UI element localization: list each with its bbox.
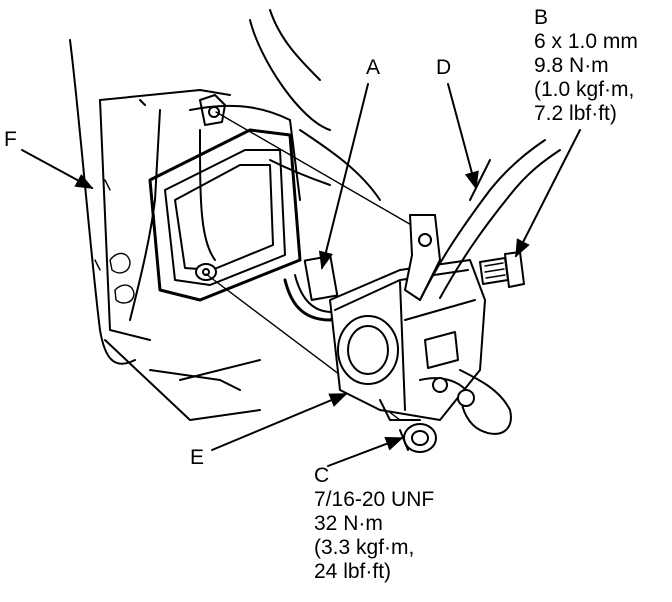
body-panel (69, 9, 381, 421)
leader-a (318, 83, 369, 270)
bolt-b (479, 251, 525, 288)
callout-c-block: C 7/16-20 UNF 32 N·m (3.3 kgf·m, 24 lbf·… (314, 464, 434, 584)
bolt-c-torque-lbfft: 24 lbf·ft) (314, 560, 392, 583)
bolt-b-torque-nm: 9.8 N·m (534, 54, 609, 77)
callout-a: A (366, 56, 381, 79)
bolt-c-size: 7/16-20 UNF (314, 488, 435, 511)
bolt-c (399, 423, 437, 453)
bolt-b-torque-lbfft: 7.2 lbf·ft) (534, 102, 617, 125)
callout-c: C (314, 464, 330, 487)
callout-e: E (190, 446, 205, 469)
leader-c (327, 436, 404, 467)
leader-lines (21, 83, 581, 467)
bolt-c-torque-kgfm: (3.3 kgf·m, (314, 536, 415, 559)
callout-d: D (436, 56, 452, 79)
callout-f: F (4, 128, 17, 151)
leader-b (515, 129, 581, 258)
lower-stud (195, 263, 217, 281)
leader-f (21, 149, 94, 189)
callout-b: B (534, 6, 549, 29)
seat-belt-webbing (419, 139, 561, 301)
callout-b-block: B 6 x 1.0 mm 9.8 N·m (1.0 kgf·m, 7.2 lbf… (534, 6, 638, 126)
upper-bracket (199, 94, 226, 126)
leader-e (211, 393, 348, 451)
bolt-b-torque-kgfm: (1.0 kgf·m, (534, 78, 635, 101)
panel-opening (148, 128, 302, 302)
leader-d (447, 83, 479, 190)
bolt-b-size: 6 x 1.0 mm (534, 30, 638, 53)
bolt-c-torque-nm: 32 N·m (314, 512, 383, 535)
